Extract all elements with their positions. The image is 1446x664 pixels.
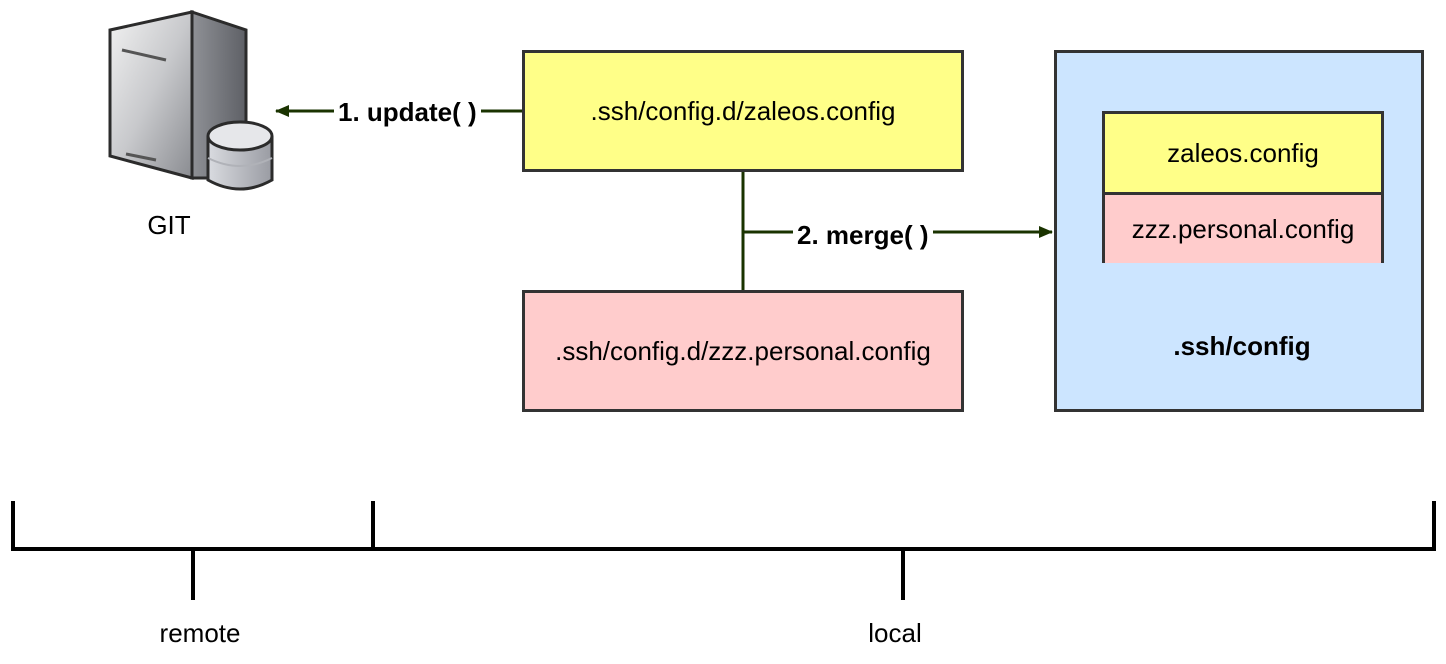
personal-config-source-box: .ssh/config.d/zzz.personal.config — [522, 290, 964, 412]
git-server-icon — [108, 9, 274, 191]
merged-personal-label: zzz.personal.config — [1131, 213, 1355, 244]
timeline-bracket — [11, 501, 1436, 600]
personal-config-source-label: .ssh/config.d/zzz.personal.config — [555, 335, 931, 366]
merged-personal-section: zzz.personal.config — [1105, 195, 1381, 263]
zaleos-config-source-box: .ssh/config.d/zaleos.config — [522, 50, 964, 172]
merged-zaleos-section: zaleos.config — [1105, 114, 1381, 195]
merge-label: 2. merge( ) — [793, 220, 933, 250]
remote-label: remote — [159, 618, 241, 648]
update-label: 1. update( ) — [334, 97, 481, 127]
ssh-config-title: .ssh/config — [1173, 331, 1311, 361]
zaleos-config-source-label: .ssh/config.d/zaleos.config — [590, 95, 896, 126]
merged-zaleos-label: zaleos.config — [1167, 137, 1319, 168]
local-label: local — [868, 618, 922, 648]
git-label: GIT — [147, 210, 191, 240]
ssh-config-box: zaleos.config zzz.personal.config .ssh/c… — [1054, 50, 1424, 412]
ssh-config-contents: zaleos.config zzz.personal.config — [1102, 111, 1384, 263]
